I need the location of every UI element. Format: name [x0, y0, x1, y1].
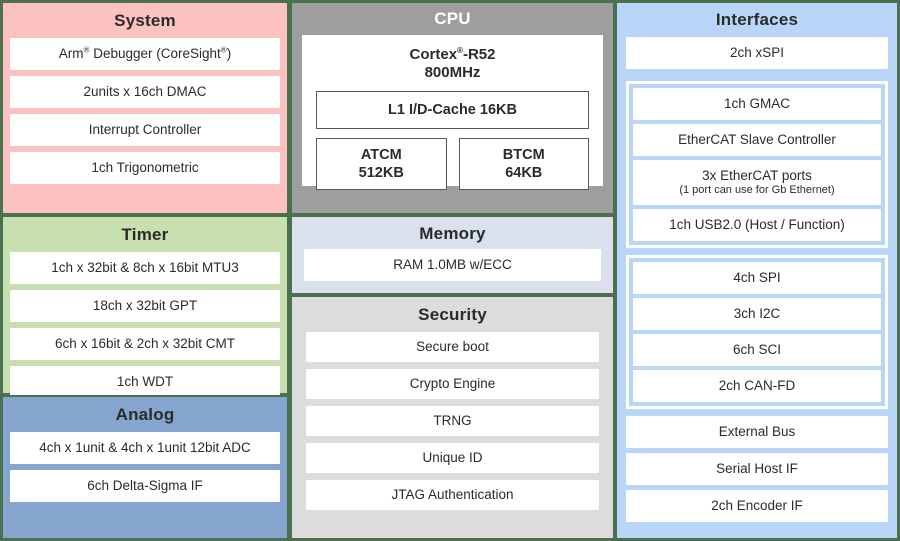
left-column: System Arm® Debugger (CoreSight®) 2units…: [0, 0, 290, 541]
cpu-title: CPU: [434, 9, 471, 28]
security-item-crypto-engine: Crypto Engine: [306, 369, 599, 399]
security-block: Security Secure boot Crypto Engine TRNG …: [290, 295, 615, 541]
timer-item-gpt: 18ch x 32bit GPT: [10, 290, 280, 322]
interfaces-item-encoder-if: 2ch Encoder IF: [626, 490, 888, 522]
interfaces-item-sci: 6ch SCI: [633, 334, 881, 366]
system-item-trigonometric: 1ch Trigonometric: [10, 152, 280, 184]
cpu-tcm-row: ATCM 512KB BTCM 64KB: [316, 138, 589, 190]
timer-item-wdt: 1ch WDT: [10, 366, 280, 398]
cpu-atcm: ATCM 512KB: [316, 138, 447, 190]
interfaces-item-i2c: 3ch I2C: [633, 298, 881, 330]
security-item-trng: TRNG: [306, 406, 599, 436]
interfaces-item-ethercat-ports-label: 3x EtherCAT ports: [702, 168, 812, 183]
interfaces-item-external-bus: External Bus: [626, 416, 888, 448]
security-item-unique-id: Unique ID: [306, 443, 599, 473]
timer-item-mtu3: 1ch x 32bit & 8ch x 16bit MTU3: [10, 252, 280, 284]
interfaces-item-serial-host-if: Serial Host IF: [626, 453, 888, 485]
security-title: Security: [418, 305, 487, 324]
memory-block: Memory RAM 1.0MB w/ECC: [290, 215, 615, 295]
timer-title: Timer: [121, 225, 169, 244]
analog-title: Analog: [115, 405, 175, 424]
interfaces-item-ethercat-ports-note: (1 port can use for Gb Ethernet): [679, 184, 835, 196]
right-column: Interfaces 2ch xSPI 1ch GMAC EtherCAT Sl…: [615, 0, 900, 541]
system-item-debugger: Arm® Debugger (CoreSight®): [10, 38, 280, 70]
cpu-btcm-size: 64KB: [505, 165, 543, 181]
cpu-atcm-size: 512KB: [358, 165, 404, 181]
interfaces-top-group: 2ch xSPI: [626, 37, 888, 74]
analog-block: Analog 4ch x 1unit & 4ch x 1unit 12bit A…: [0, 395, 290, 541]
interfaces-network-group: 1ch GMAC EtherCAT Slave Controller 3x Et…: [626, 81, 888, 248]
timer-item-cmt: 6ch x 16bit & 2ch x 32bit CMT: [10, 328, 280, 360]
interfaces-item-can-fd: 2ch CAN-FD: [633, 370, 881, 402]
interfaces-block: Interfaces 2ch xSPI 1ch GMAC EtherCAT Sl…: [615, 0, 900, 541]
system-title: System: [114, 11, 176, 30]
analog-item-delta-sigma: 6ch Delta-Sigma IF: [10, 470, 280, 502]
memory-item-ram: RAM 1.0MB w/ECC: [304, 249, 601, 281]
system-item-interrupt-controller: Interrupt Controller: [10, 114, 280, 146]
interfaces-bottom-group: External Bus Serial Host IF 2ch Encoder …: [626, 416, 888, 522]
cpu-btcm-name: BTCM: [502, 147, 545, 163]
timer-block: Timer 1ch x 32bit & 8ch x 16bit MTU3 18c…: [0, 215, 290, 398]
interfaces-item-ethercat-ports: 3x EtherCAT ports (1 port can use for Gb…: [633, 160, 881, 205]
cpu-core-freq: 800MHz: [424, 64, 481, 81]
cpu-btcm: BTCM 64KB: [458, 138, 589, 190]
analog-item-adc: 4ch x 1unit & 4ch x 1unit 12bit ADC: [10, 432, 280, 464]
interfaces-item-spi: 4ch SPI: [633, 262, 881, 294]
interfaces-item-gmac: 1ch GMAC: [633, 88, 881, 120]
interfaces-title: Interfaces: [715, 10, 799, 29]
memory-title: Memory: [419, 224, 486, 243]
interfaces-item-xspi: 2ch xSPI: [626, 37, 888, 69]
security-item-jtag-auth: JTAG Authentication: [306, 480, 599, 510]
cpu-atcm-name: ATCM: [360, 147, 402, 163]
interfaces-serial-group: 4ch SPI 3ch I2C 6ch SCI 2ch CAN-FD: [626, 255, 888, 409]
security-item-secure-boot: Secure boot: [306, 332, 599, 362]
interfaces-item-ethercat-slave: EtherCAT Slave Controller: [633, 124, 881, 156]
cpu-l1-cache: L1 I/D-Cache 16KB: [316, 91, 589, 129]
system-block: System Arm® Debugger (CoreSight®) 2units…: [0, 0, 290, 215]
system-item-dmac: 2units x 16ch DMAC: [10, 76, 280, 108]
interfaces-item-usb: 1ch USB2.0 (Host / Function): [633, 209, 881, 241]
